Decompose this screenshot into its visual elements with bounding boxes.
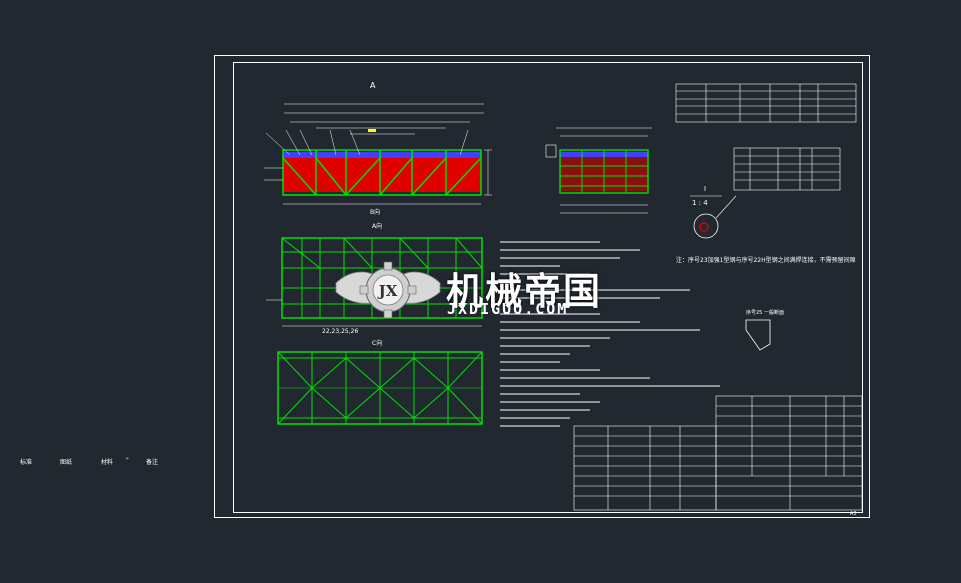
section-detail: 序号25 一般断面 — [745, 309, 784, 351]
outer-sheet-border — [214, 55, 870, 518]
watermark-title: 机械帝国 — [446, 270, 602, 313]
section-tag: 序号25 一般断面 — [746, 309, 784, 316]
watermark-url: JXDIGUO.COM — [447, 300, 569, 318]
detail-i: I 1 : 4 — [690, 185, 737, 239]
side-view — [545, 127, 652, 214]
view-label-b: B向 — [370, 208, 380, 216]
dimension-row: 22,23,25,26 — [322, 328, 358, 335]
watermark-badge: JX — [377, 282, 398, 300]
main-elevation-view: A — [264, 81, 492, 230]
side-label-material: 材料 — [101, 459, 114, 466]
parameter-table — [675, 83, 857, 123]
sheet-number: A3 — [850, 511, 857, 517]
detail-scale: 1 : 4 — [692, 199, 708, 207]
side-label-remark: 备注 — [146, 459, 159, 466]
side-label-quote: " — [126, 457, 129, 464]
view-label-c: C向 — [372, 339, 382, 347]
title-block — [573, 395, 863, 511]
parts-table — [733, 147, 841, 191]
technical-notes — [500, 241, 720, 427]
side-label-standard: 标准 — [20, 459, 33, 466]
watermark-logo: JX — [335, 261, 441, 319]
inner-sheet-border — [233, 62, 863, 513]
bottom-view-c: C向 — [277, 339, 483, 425]
section-label-a: A — [370, 81, 376, 90]
view-label-a: A向 — [372, 222, 382, 230]
detail-label: I — [704, 185, 706, 193]
note-text: 注：序号23加强1型钢与序号22H型钢之间满焊连接，不需预留间隙 — [676, 256, 856, 264]
side-label-drawing: 图纸 — [60, 459, 73, 466]
